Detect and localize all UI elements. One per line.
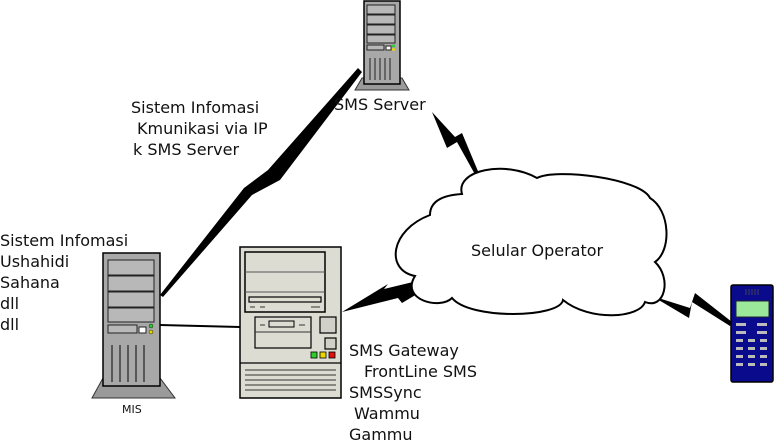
sms-gateway-pc-icon [239, 246, 342, 399]
sms-server-label: SMS Server [334, 95, 426, 114]
annotation-line: dll [0, 315, 20, 334]
annotation-line: Sahana [0, 273, 60, 292]
annotation-line: Sistem Infomasi [0, 231, 129, 250]
mis-server-tower-icon [91, 252, 176, 399]
annotation-line: Sistem Infomasi [131, 98, 260, 117]
mobile-phone-icon [730, 284, 774, 383]
cloud-icon [394, 167, 668, 317]
wireless-link-mis-sms-server [160, 68, 362, 297]
annotation-line: FrontLine SMS [364, 362, 478, 381]
wireless-link-operator-phone [652, 293, 732, 326]
wired-link-mis-gateway [159, 324, 241, 328]
wireless-link-sms-server-operator [432, 112, 480, 178]
annotation-line: Gammu [349, 425, 413, 444]
operator-label: Selular Operator [471, 241, 604, 260]
annotation-line: SMS Gateway [349, 341, 459, 360]
annotation-line: Ushahidi [0, 252, 70, 271]
annotation-line: dll [0, 294, 20, 313]
annotation-line: k SMS Server [133, 140, 240, 159]
mis-label: MIS [122, 403, 142, 416]
annotation-line: Wammu [354, 404, 420, 423]
annotation-line: Kmunikasi via IP [137, 119, 268, 138]
annotation-line: SMSSync [349, 383, 422, 402]
sms-server-tower-icon [354, 0, 410, 91]
